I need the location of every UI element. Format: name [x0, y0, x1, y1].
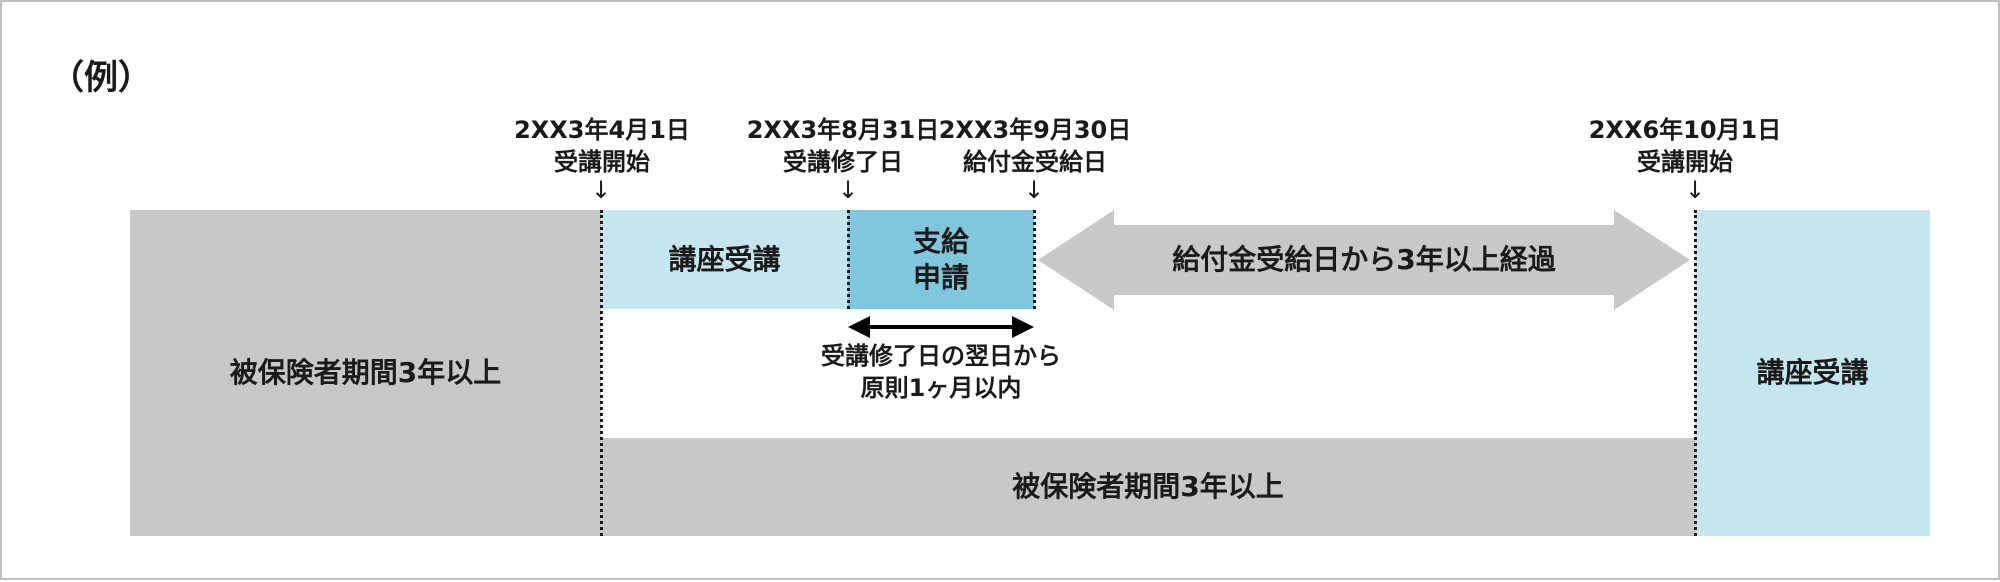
deadline-note-line1: 受講修了日の翌日から: [821, 342, 1061, 370]
date-text: 2XX6年10月1日: [1588, 116, 1782, 144]
date-text: 2XX3年4月1日: [514, 116, 690, 144]
dotted-divider: [847, 210, 850, 309]
down-arrow-icon: ↓: [590, 176, 612, 204]
example-label: （例）: [50, 58, 152, 98]
down-arrow-icon: ↓: [1684, 176, 1706, 204]
down-arrow-icon: ↓: [1023, 176, 1045, 204]
course-block-2: 講座受講: [1695, 210, 1930, 536]
date-text: 2XX3年9月30日: [938, 116, 1132, 144]
date-caption: 受講開始: [1637, 148, 1733, 176]
date-caption: 受講修了日: [783, 148, 903, 176]
course-label: 講座受講: [1756, 356, 1869, 389]
insured-period-block-bottom: 被保険者期間3年以上: [601, 438, 1695, 536]
course-label: 講座受講: [668, 242, 781, 276]
dotted-divider: [1033, 210, 1036, 309]
date-benefit-received: 2XX3年9月30日 給付金受給日: [930, 114, 1140, 178]
date-caption: 給付金受給日: [963, 148, 1107, 176]
insured-period-label: 被保険者期間3年以上: [229, 356, 502, 389]
application-block: 支給 申請: [848, 210, 1034, 309]
date-course-start-1: 2XX3年4月1日 受講開始: [482, 114, 722, 178]
dotted-divider: [600, 210, 603, 536]
date-course-end: 2XX3年8月31日 受講修了日: [738, 114, 948, 178]
three-year-label: 給付金受給日から3年以上経過: [1172, 243, 1556, 276]
date-text: 2XX3年8月31日: [746, 116, 940, 144]
dotted-divider: [1694, 210, 1697, 536]
insured-period-block-left: 被保険者期間3年以上: [130, 210, 601, 536]
date-caption: 受講開始: [554, 148, 650, 176]
course-block-1: 講座受講: [601, 210, 848, 309]
deadline-note-line2: 原則1ヶ月以内: [860, 374, 1022, 402]
application-label-line2: 申請: [912, 260, 969, 294]
down-arrow-icon: ↓: [837, 176, 859, 204]
insured-period-label: 被保険者期間3年以上: [1012, 470, 1284, 503]
deadline-note: 受講修了日の翌日から 原則1ヶ月以内: [791, 340, 1091, 404]
application-label-line1: 支給: [912, 224, 969, 258]
date-course-start-2: 2XX6年10月1日 受講開始: [1560, 114, 1810, 178]
